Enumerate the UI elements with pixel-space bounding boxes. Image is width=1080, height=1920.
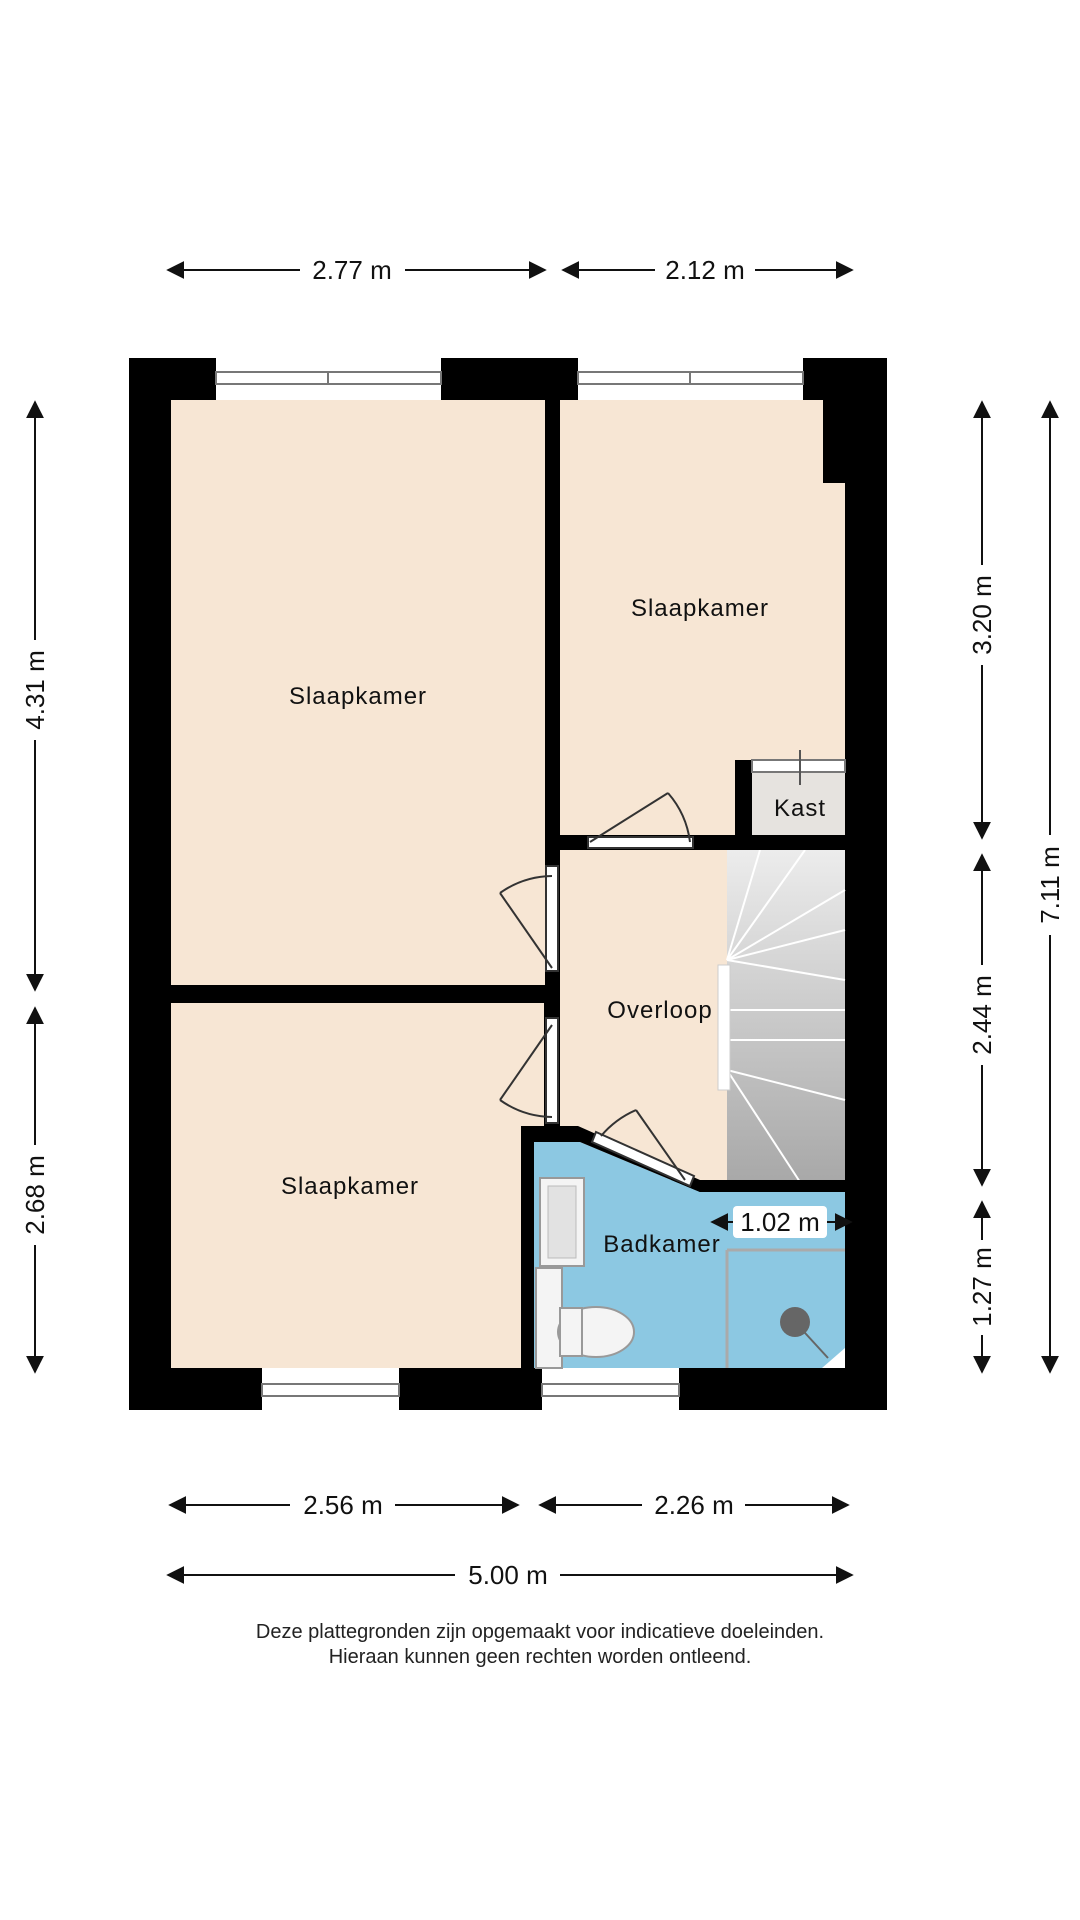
room-label-bathroom: Badkamer [603,1231,720,1258]
room-label-bedroom-large: Slaapkamer [289,683,427,710]
staircase [717,849,846,1183]
toilet [535,1267,635,1369]
closet-floor [752,770,845,835]
window-bottom-left [261,1368,400,1410]
dim-top-right: 2.12 m [665,255,745,285]
room-label-landing: Overloop [607,997,712,1024]
dim-right-middle: 2.44 m [967,975,997,1055]
room-label-bedroom-bottom: Slaapkamer [281,1173,419,1200]
window-closet [751,750,846,785]
dim-bathroom-width: 1.02 m [740,1207,820,1237]
dim-bottom-total: 5.00 m [468,1560,548,1590]
door-bathroom [590,1109,696,1188]
disclaimer: Deze plattegronden zijn opgemaakt voor i… [0,1620,1080,1670]
dim-left-upper: 4.31 m [20,650,50,730]
shower [725,1248,845,1368]
window-top-left [215,358,442,400]
dim-top-left: 2.77 m [312,255,392,285]
bathroom-sink [539,1177,585,1267]
dim-left-lower: 2.68 m [20,1155,50,1235]
window-bottom-right [541,1368,680,1410]
door-bedroom-bottom [499,1017,559,1124]
bedroom-large-floor [171,400,545,985]
dim-right-lower: 1.27 m [967,1247,997,1327]
disclaimer-line-2: Hieraan kunnen geen rechten worden ontle… [328,1646,752,1668]
disclaimer-line-1: Deze plattegronden zijn opgemaakt voor i… [255,1621,825,1643]
room-label-bedroom-small: Slaapkamer [631,595,769,622]
door-bedroom-large [499,865,559,972]
window-top-right [577,358,804,400]
bedroom-bottom-floor [171,1003,544,1368]
room-label-closet: Kast [774,795,826,822]
dim-bottom-right: 2.26 m [654,1490,734,1520]
dim-right-total: 7.11 m [1035,846,1065,924]
dim-right-upper: 3.20 m [967,575,997,655]
bathroom-width-tag [733,1206,827,1238]
dim-bottom-left: 2.56 m [303,1490,383,1520]
bedroom-small-floor [560,400,845,835]
door-bedroom-small [587,792,694,849]
dimension-lines [26,261,1059,1584]
